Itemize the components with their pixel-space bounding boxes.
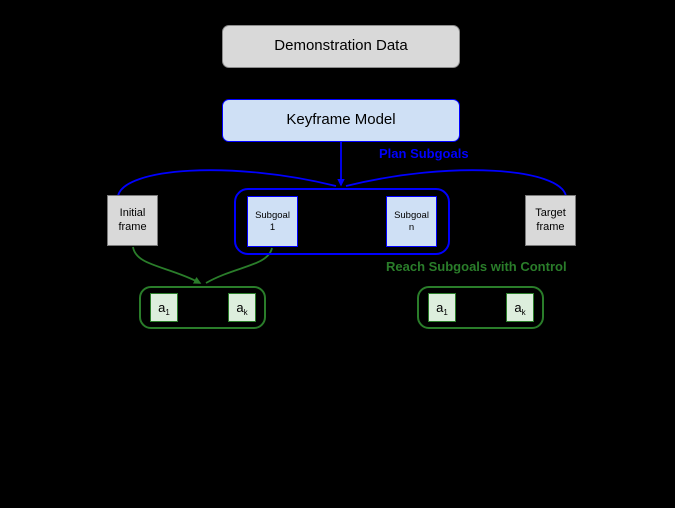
node-initial-frame: Initial frame: [107, 195, 158, 246]
action-box-left-ak: ak: [228, 293, 256, 322]
edge-label-plan-subgoals: Plan Subgoals: [379, 146, 469, 161]
subgoal-group-container: [234, 188, 450, 255]
demonstration-data-label: Demonstration Data: [274, 37, 408, 55]
node-target-frame: Target frame: [525, 195, 576, 246]
subgoal-1-label-line2: 1: [269, 221, 276, 233]
initial-frame-label-line1: Initial: [119, 207, 146, 220]
action-left-a1-symbol: a: [158, 299, 166, 315]
action-right-a1-symbol: a: [436, 299, 444, 315]
action-sequence-container-right: [417, 286, 544, 329]
keyframe-model-label: Keyframe Model: [286, 111, 396, 129]
action-left-ak-subscript: k: [243, 307, 248, 317]
action-box-left-a1: a1: [150, 293, 178, 322]
initial-frame-label-line2: frame: [118, 220, 147, 233]
subgoal-n-label-line2: n: [408, 221, 415, 233]
action-box-right-ak: ak: [506, 293, 534, 322]
action-right-ak-subscript: k: [521, 307, 526, 317]
action-left-ak-symbol: a: [236, 299, 244, 315]
subgoal-n-label-line1: Subgoal: [394, 209, 429, 221]
action-right-a1-subscript: 1: [443, 307, 448, 317]
edge-label-reach-subgoals: Reach Subgoals with Control: [386, 259, 567, 274]
edge-initial-frame-to-actions: [132, 246, 202, 284]
action-sequence-container-left: [139, 286, 266, 329]
node-demonstration-data: Demonstration Data: [222, 25, 460, 68]
node-keyframe-model: Keyframe Model: [222, 99, 460, 142]
action-right-ak-symbol: a: [514, 299, 522, 315]
target-frame-label-line2: frame: [536, 220, 565, 233]
action-left-a1-subscript: 1: [165, 307, 170, 317]
node-subgoal-n: Subgoal n: [386, 196, 437, 247]
subgoal-1-label-line1: Subgoal: [255, 209, 290, 221]
target-frame-label-line1: Target: [535, 207, 566, 220]
node-subgoal-1: Subgoal 1: [247, 196, 298, 247]
action-box-right-a1: a1: [428, 293, 456, 322]
